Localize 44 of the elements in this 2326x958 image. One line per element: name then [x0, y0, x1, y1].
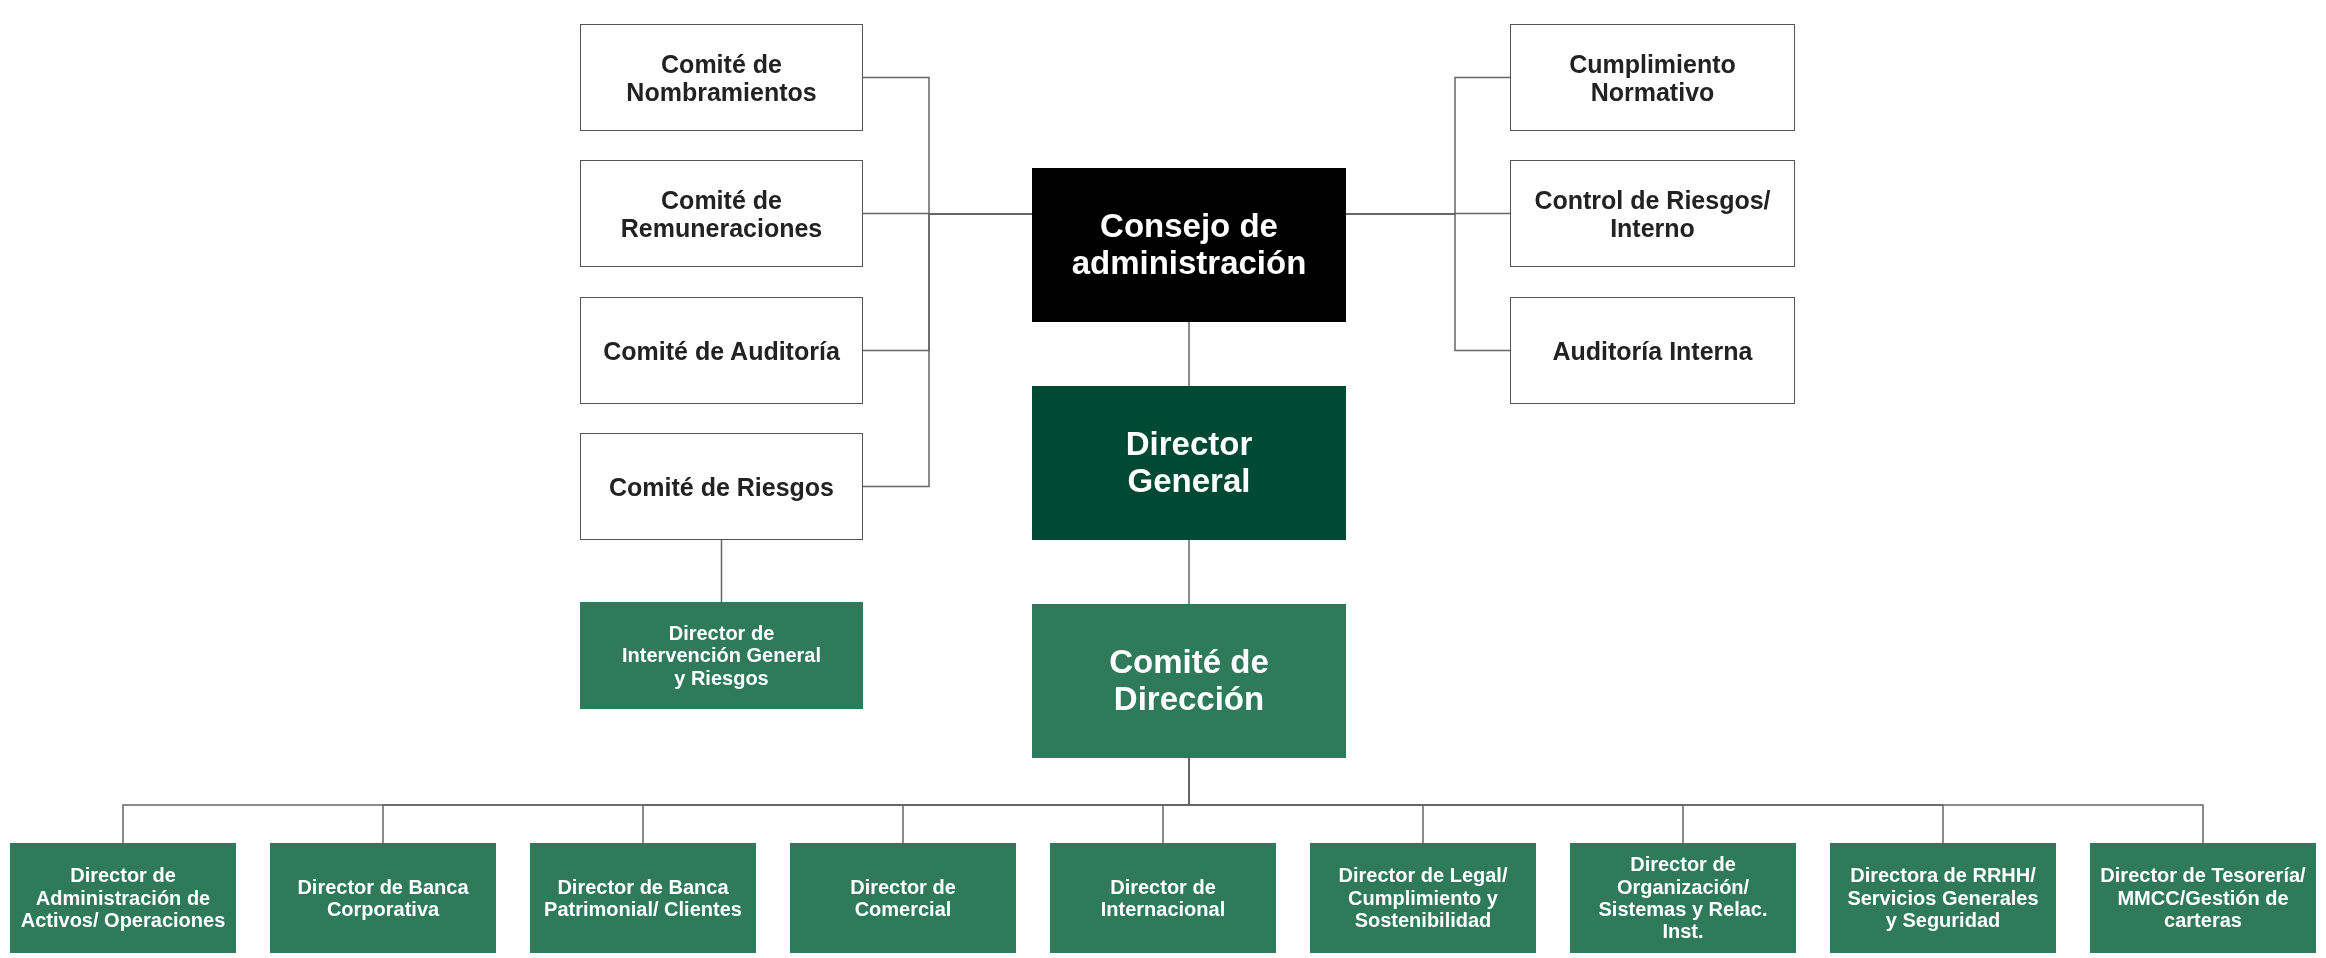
org-box — [10, 843, 236, 953]
org-box — [580, 297, 863, 404]
position-title: Control de Riesgos/ Interno — [1533, 185, 1772, 242]
org-box — [1510, 24, 1795, 131]
org-box — [1032, 386, 1346, 540]
org-box — [1510, 160, 1795, 267]
position-title: Consejo de administración — [1070, 208, 1308, 282]
position-title: Comité de Auditoría — [603, 336, 840, 365]
position-title: Director General — [1124, 426, 1254, 500]
position-title: Director de Legal/ Cumplimiento y Sostenibilidad — [1337, 864, 1509, 932]
position-title: Director de Banca Corporativa — [296, 875, 470, 921]
position-title: Cumplimiento Normativo — [1568, 49, 1737, 106]
position-title: Comité de Nombramientos — [625, 49, 818, 106]
connector-line — [720, 539, 723, 603]
position-title: Auditoría Interna — [1552, 336, 1753, 365]
org-box — [580, 602, 863, 709]
position-title: Director de Tesorería/ MMCC/Gestión de carteras — [2100, 864, 2306, 932]
org-box — [580, 433, 863, 540]
org-box — [270, 843, 496, 953]
connector-line — [1345, 213, 1511, 352]
org-box — [790, 843, 1016, 953]
org-box — [530, 843, 756, 953]
position-title: Director de Intervención General y Riesgos — [621, 621, 822, 690]
org-box — [580, 160, 863, 267]
position-title: Director de Comercial — [849, 875, 957, 921]
org-box — [1310, 843, 1536, 953]
org-box — [1032, 168, 1346, 322]
org-box — [580, 24, 863, 131]
connector-line — [1188, 539, 1190, 605]
org-box — [1510, 297, 1795, 404]
org-box — [1570, 843, 1796, 953]
position-title: Director de Administración de Activos/ Operaciones — [20, 864, 226, 932]
org-box — [1830, 843, 2056, 953]
org-box — [1032, 604, 1346, 758]
position-title: Director de Internacional — [1099, 875, 1227, 921]
connector-line — [1188, 321, 1190, 387]
org-box — [1050, 843, 1276, 953]
position-title: Comité de Dirección — [1108, 644, 1270, 718]
position-title: Comité de Remuneraciones — [619, 185, 824, 242]
position-title: Comité de Riesgos — [608, 472, 835, 501]
org-box — [2090, 843, 2316, 953]
position-title: Director de Organización/ Sistemas y Relac. Inst. — [1597, 853, 1769, 943]
position-title: Directora de RRHH/ Servicios Generales y Seguridad — [1846, 864, 2040, 932]
position-title: Director de Banca Patrimonial/ Clientes — [543, 875, 743, 921]
